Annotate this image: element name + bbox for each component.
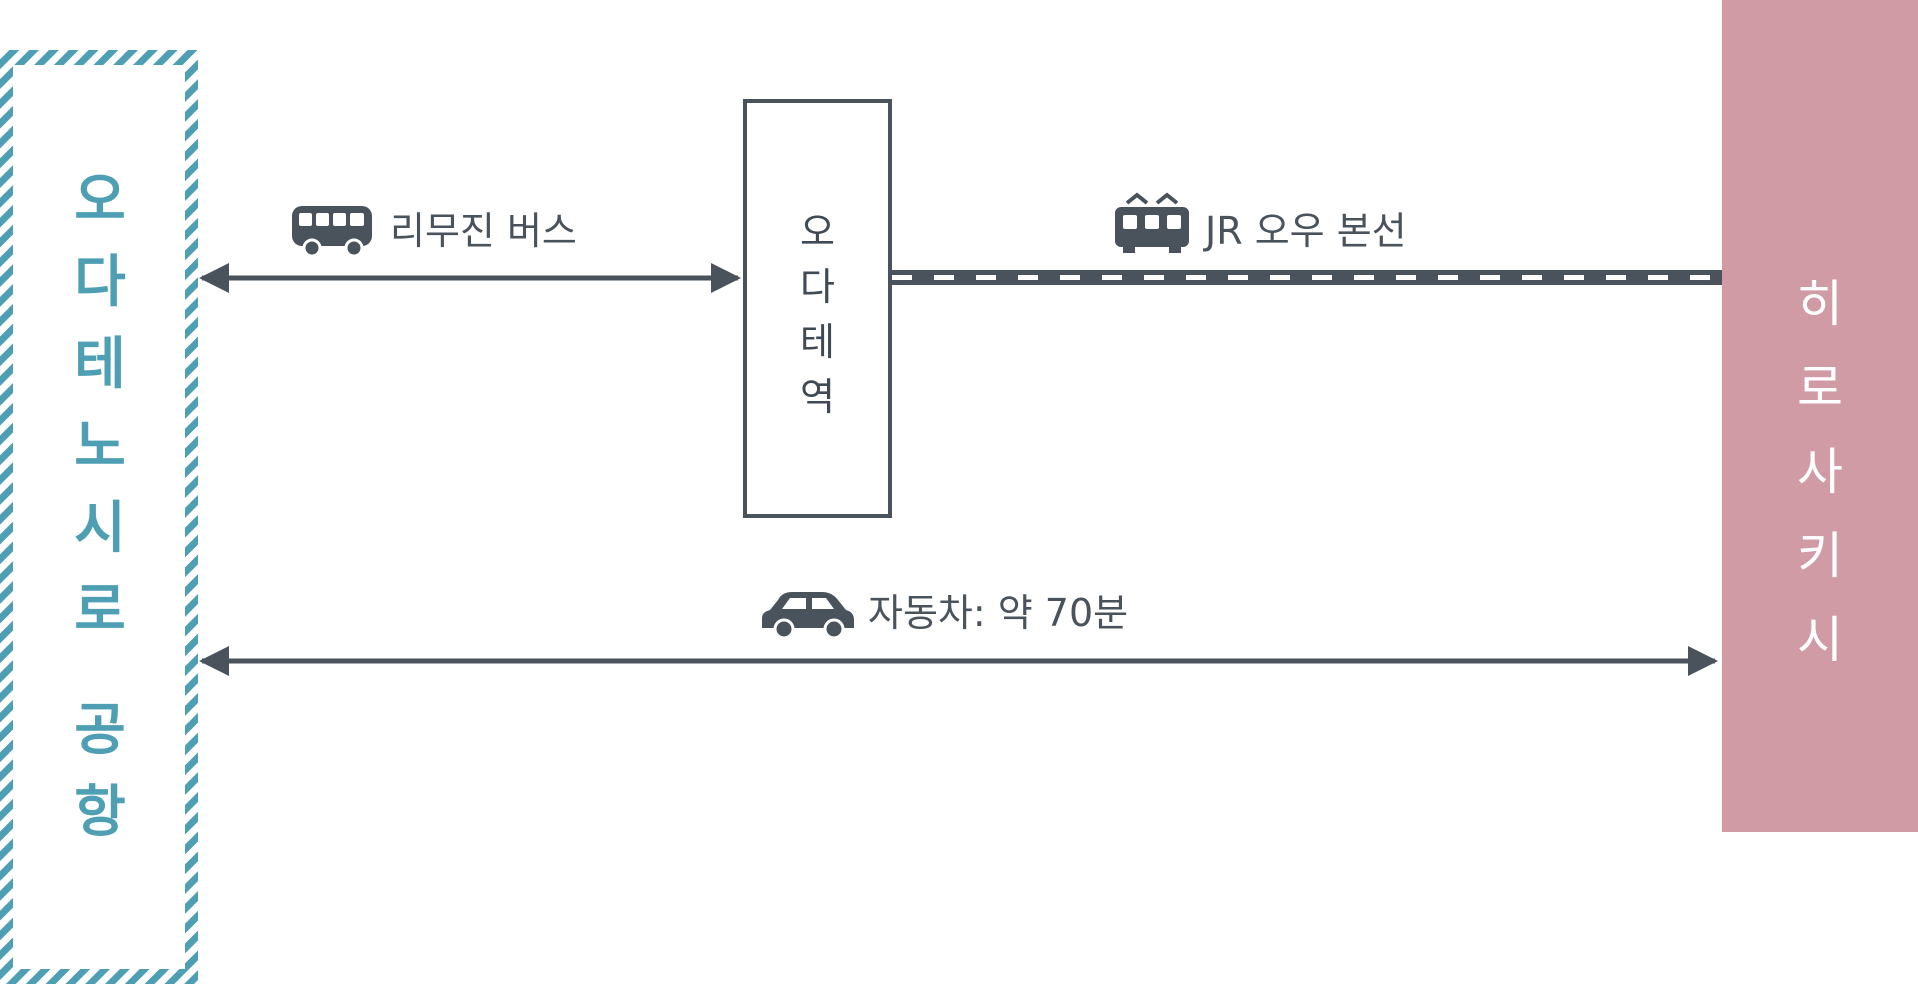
- city-char: 키: [1797, 527, 1843, 585]
- airport-char: 오: [74, 168, 126, 233]
- station-name: 오 다 테 역: [745, 205, 890, 445]
- car-route-label: 자동차: 약 70분: [868, 591, 1129, 635]
- train-icon: [1115, 192, 1189, 253]
- airport-char: 로: [74, 578, 126, 643]
- city-char: 시: [1797, 611, 1843, 669]
- city-box: [1722, 0, 1918, 832]
- airport-char: 공: [74, 698, 126, 763]
- city-name: 히 로 사 키 시: [1722, 262, 1918, 682]
- bus-icon: [292, 206, 372, 258]
- city-char: 히: [1797, 275, 1843, 333]
- airport-char: 시: [74, 496, 126, 561]
- airport-box: [0, 50, 198, 984]
- airport-char: 노: [74, 414, 126, 479]
- city-char: 사: [1797, 443, 1843, 501]
- station-char: 역: [800, 375, 835, 419]
- station-char: 오: [800, 210, 835, 254]
- rail-route-label: JR 오우 본선: [1205, 209, 1407, 253]
- city-char: 로: [1797, 359, 1843, 417]
- airport-name: 오 다 테 노 시 로 공 항: [0, 160, 200, 880]
- rail-line: [892, 270, 1722, 285]
- airport-char: 항: [74, 780, 126, 845]
- station-box: [743, 99, 892, 518]
- station-char: 테: [800, 320, 835, 364]
- airport-char: 다: [74, 250, 126, 315]
- car-icon: [762, 592, 854, 640]
- bus-route-label: 리무진 버스: [390, 209, 577, 253]
- station-char: 다: [800, 265, 835, 309]
- airport-char: 테: [74, 332, 126, 397]
